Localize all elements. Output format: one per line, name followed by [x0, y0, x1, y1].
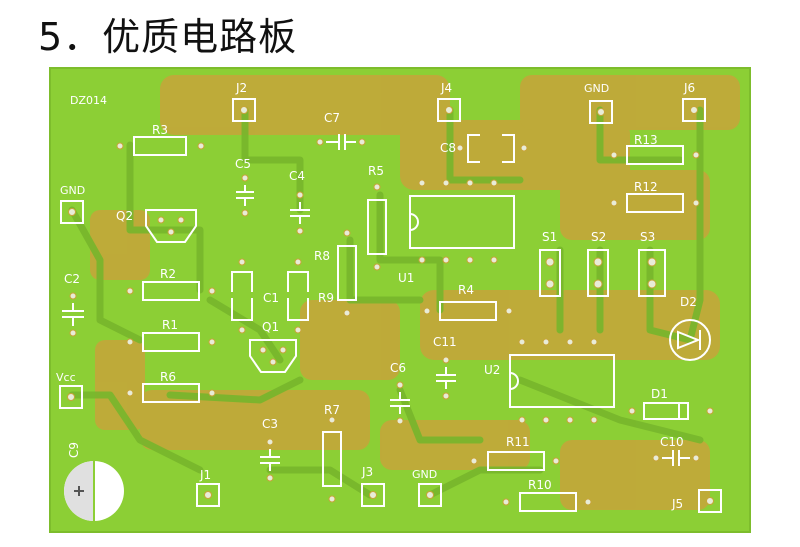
label-c2: C2: [64, 272, 80, 286]
label-c1: C1: [263, 291, 279, 305]
label-u1: U1: [398, 271, 414, 285]
label-r8: R8: [314, 249, 330, 263]
label-r2: R2: [160, 267, 176, 281]
silk-labels: DZ014 J2 J4 GND J6 C7 R3 C8 R13 R5 C5 C4…: [56, 81, 697, 511]
capacitor-symbols: [62, 134, 690, 471]
label-c5: C5: [235, 157, 251, 171]
label-r11: R11: [506, 435, 530, 449]
label-d1: D1: [651, 387, 668, 401]
label-c11: C11: [433, 335, 457, 349]
label-r6: R6: [160, 370, 176, 384]
label-q1: Q1: [262, 320, 279, 334]
label-j4: J4: [440, 81, 452, 95]
label-c8: C8: [440, 141, 456, 155]
label-j3: J3: [361, 465, 373, 479]
label-d2: D2: [680, 295, 697, 309]
label-c9: C9: [67, 442, 81, 458]
silkscreen-outlines: [59, 98, 722, 513]
label-q2: Q2: [116, 209, 133, 223]
label-s2: S2: [591, 230, 606, 244]
label-s3: S3: [640, 230, 655, 244]
label-c3: C3: [262, 417, 278, 431]
label-j5: J5: [671, 497, 683, 511]
label-c4: C4: [289, 169, 305, 183]
label-j6: J6: [683, 81, 695, 95]
label-r5: R5: [368, 164, 384, 178]
label-j1: J1: [199, 468, 211, 482]
label-r13: R13: [634, 133, 658, 147]
label-gnd-top: GND: [584, 82, 609, 95]
label-c7: C7: [324, 111, 340, 125]
label-s1: S1: [542, 230, 557, 244]
page-heading: 5．优质电路板: [38, 15, 298, 59]
label-u2: U2: [484, 363, 500, 377]
label-c10: C10: [660, 435, 684, 449]
label-vcc: Vcc: [56, 371, 76, 384]
label-r1: R1: [162, 318, 178, 332]
label-r12: R12: [634, 180, 658, 194]
label-c6: C6: [390, 361, 406, 375]
label-dz: DZ014: [70, 94, 107, 107]
label-r7: R7: [324, 403, 340, 417]
label-r4: R4: [458, 283, 474, 297]
label-gnd-bottom: GND: [412, 468, 437, 481]
label-j2: J2: [235, 81, 247, 95]
pads: [67, 106, 714, 506]
label-r10: R10: [528, 478, 552, 492]
label-gnd-left: GND: [60, 184, 85, 197]
label-r3: R3: [152, 123, 168, 137]
label-r9: R9: [318, 291, 334, 305]
copper-areas: [90, 75, 740, 510]
